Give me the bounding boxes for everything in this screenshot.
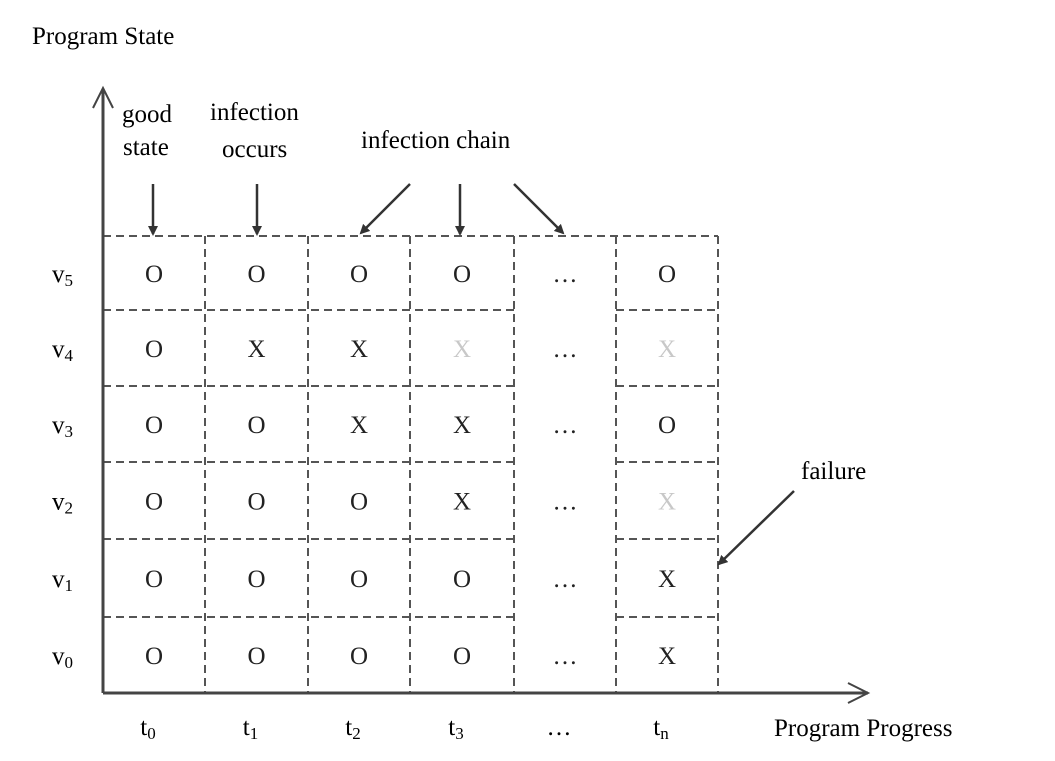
time-step-label: tn (653, 714, 669, 743)
sane-cell: O (350, 643, 368, 670)
failure-arrow-icon (717, 490, 795, 566)
sane-cell: O (145, 643, 163, 670)
sane-cell: O (350, 489, 368, 516)
infected-cell: X (658, 643, 676, 670)
time-step-label: t0 (140, 714, 155, 743)
sane-cell: O (145, 336, 163, 363)
good-state-label-line2: state (123, 134, 169, 161)
sane-cell: O (453, 566, 471, 593)
sane-cell: O (247, 261, 265, 288)
infected-cell: X (247, 336, 265, 363)
ellipsis-cell: … (553, 489, 578, 516)
y-axis-arrowhead-icon (92, 85, 114, 109)
state-variable-label: v0 (52, 643, 73, 672)
infection-chain-arrow-icon (359, 183, 411, 235)
infected-cell: X (350, 336, 368, 363)
infected-cell-masked: X (658, 489, 676, 516)
state-variable-label: v5 (52, 261, 73, 290)
sane-cell: O (350, 261, 368, 288)
sane-cell: O (658, 261, 676, 288)
infection-occurs-label-line2: occurs (222, 136, 287, 163)
x-axis-label: Program Progress (774, 715, 952, 742)
failure-label: failure (801, 458, 866, 485)
time-step-label: … (547, 714, 572, 741)
time-step-label: t2 (345, 714, 360, 743)
state-variable-label: v4 (52, 336, 74, 365)
state-grid (103, 235, 719, 693)
infection-chain-arrow-icon (513, 183, 565, 235)
infection-occurs-label-line1: infection (210, 99, 299, 126)
ellipsis-cell: … (553, 643, 578, 670)
state-variable-label: v1 (52, 566, 73, 595)
sane-cell: O (145, 412, 163, 439)
sane-cell: O (145, 566, 163, 593)
infected-cell: X (453, 412, 471, 439)
sane-cell: O (247, 489, 265, 516)
ellipsis-cell: … (553, 336, 578, 363)
sane-cell: O (247, 566, 265, 593)
infection-chain-label: infection chain (361, 127, 511, 154)
sane-cell: O (145, 489, 163, 516)
sane-cell: O (145, 261, 163, 288)
time-step-label: t1 (243, 714, 258, 743)
sane-cell: O (453, 261, 471, 288)
sane-cell: O (247, 412, 265, 439)
infected-cell-masked: X (658, 336, 676, 363)
y-axis-label: Program State (32, 23, 174, 50)
x-axis-arrowhead-icon (847, 682, 871, 704)
sane-cell: O (247, 643, 265, 670)
ellipsis-cell: … (553, 566, 578, 593)
sane-cell: O (658, 412, 676, 439)
ellipsis-cell: … (553, 261, 578, 288)
ellipsis-cell: … (553, 412, 578, 439)
infected-cell: X (453, 489, 471, 516)
time-step-label: t3 (448, 714, 463, 743)
infected-cell: X (350, 412, 368, 439)
sane-cell: O (453, 643, 471, 670)
state-variable-label: v3 (52, 412, 73, 441)
state-variable-label: v2 (52, 489, 73, 518)
good-state-label-line1: good (122, 101, 173, 128)
sane-cell: O (350, 566, 368, 593)
infected-cell: X (658, 566, 676, 593)
infected-cell-masked: X (453, 336, 471, 363)
